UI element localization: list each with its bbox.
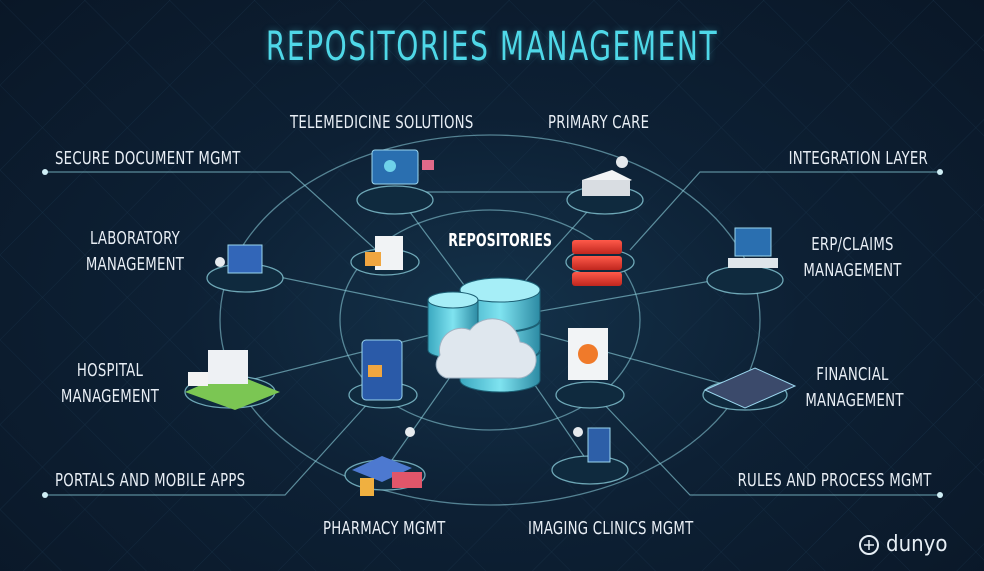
hospital-icon bbox=[185, 350, 280, 410]
label-pharmacy: PHARMACY MGMT bbox=[323, 518, 446, 539]
label-portals: PORTALS AND MOBILE APPS bbox=[55, 470, 246, 491]
label-laboratory-line2: MANAGEMENT bbox=[85, 254, 185, 275]
document-lock-icon bbox=[365, 236, 403, 270]
brand-logo: dunyo bbox=[858, 532, 947, 557]
primary-care-icon bbox=[582, 156, 632, 196]
leader-dots bbox=[42, 169, 943, 498]
label-erp-line2: MANAGEMENT bbox=[803, 260, 902, 281]
label-hospital-line2: MANAGEMENT bbox=[60, 386, 160, 407]
label-integration-layer: INTEGRATION LAYER bbox=[788, 148, 928, 169]
pharmacy-icon bbox=[352, 427, 422, 496]
label-primary-care: PRIMARY CARE bbox=[548, 112, 650, 133]
page-title: REPOSITORIES MANAGEMENT bbox=[265, 24, 719, 70]
brand-mark-icon bbox=[859, 534, 879, 555]
label-telemedicine: TELEMEDICINE SOLUTIONS bbox=[290, 112, 474, 133]
settings-document-icon bbox=[568, 328, 608, 380]
brand-name: dunyo bbox=[886, 532, 948, 557]
label-hospital-line1: HOSPITAL bbox=[76, 360, 144, 381]
label-financial-line1: FINANCIAL bbox=[816, 364, 889, 385]
orbit-rings bbox=[219, 134, 761, 506]
calculator-icon bbox=[703, 367, 797, 409]
lab-icon bbox=[215, 244, 263, 274]
cloud-icon bbox=[435, 318, 537, 379]
telemedicine-icon bbox=[371, 149, 434, 185]
imaging-icon bbox=[573, 427, 611, 463]
label-financial-line2: MANAGEMENT bbox=[805, 390, 904, 411]
label-erp-line1: ERP/CLAIMS bbox=[811, 234, 894, 255]
erp-icon bbox=[728, 227, 778, 268]
red-server-icon bbox=[572, 240, 622, 286]
label-rules-process: RULES AND PROCESS MGMT bbox=[738, 470, 932, 491]
label-secure-document: SECURE DOCUMENT MGMT bbox=[55, 148, 241, 169]
mobile-security-icon bbox=[361, 339, 403, 401]
label-imaging: IMAGING CLINICS MGMT bbox=[528, 518, 694, 539]
center-label: REPOSITORIES bbox=[448, 230, 552, 251]
label-laboratory-line1: LABORATORY bbox=[89, 228, 181, 249]
